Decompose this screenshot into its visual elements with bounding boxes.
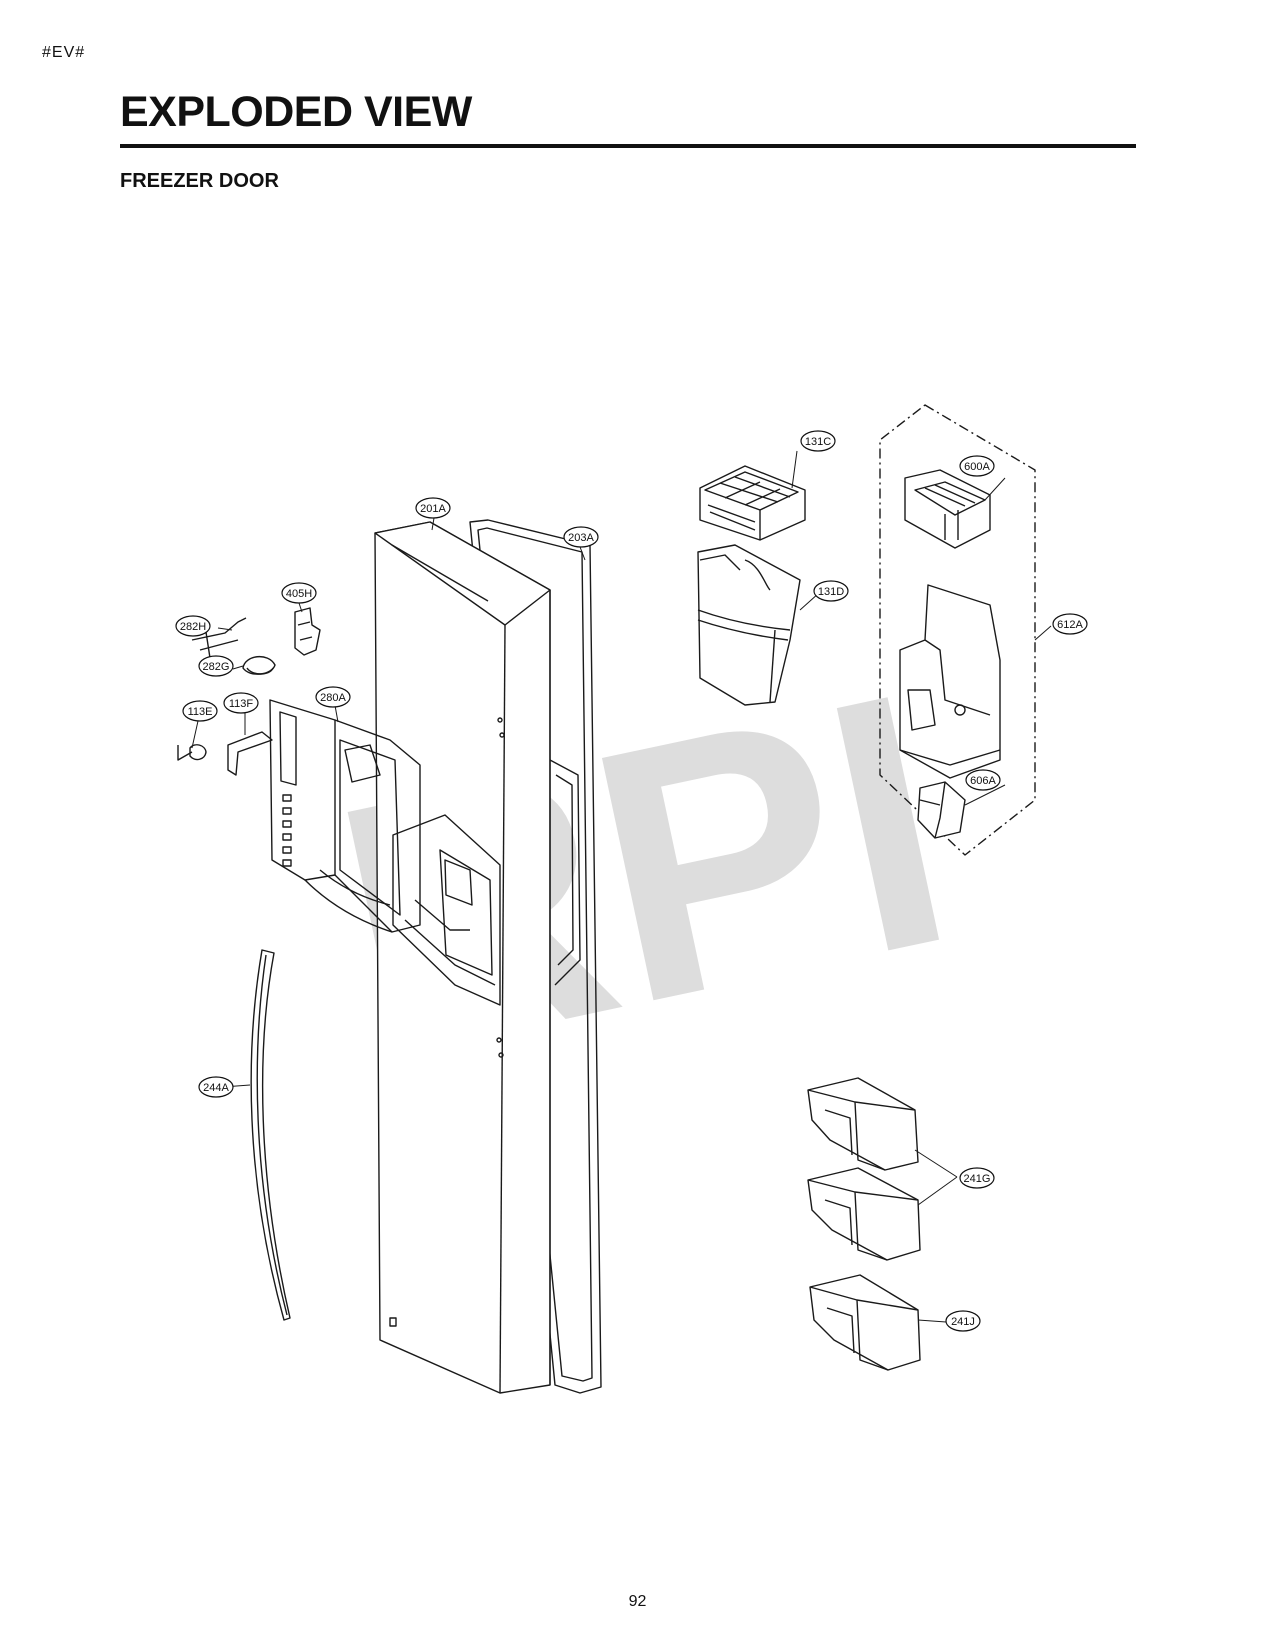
- callout-282G: 282G: [198, 655, 234, 677]
- ice-bin-cover: [699, 465, 806, 541]
- callout-241G: 241G: [959, 1167, 995, 1189]
- ice-bin: [697, 544, 801, 706]
- callout-201A: 201A: [415, 497, 451, 519]
- callout-label: 201A: [420, 503, 446, 515]
- callout-label: 113E: [188, 706, 213, 718]
- bracket-part: [227, 731, 273, 776]
- callout-131D: 131D: [813, 580, 849, 602]
- callout-label: 600A: [964, 461, 990, 473]
- callout-label: 282G: [203, 661, 230, 673]
- callout-606A: 606A: [965, 769, 1001, 791]
- actuator-part: [242, 656, 276, 675]
- callout-282H: 282H: [175, 615, 211, 637]
- callout-label: 131C: [805, 436, 831, 448]
- callout-label: 244A: [203, 1082, 229, 1094]
- callout-405H: 405H: [281, 582, 317, 604]
- callout-label: 612A: [1057, 619, 1083, 631]
- callout-label: 280A: [320, 692, 346, 704]
- auger-motor: [917, 781, 966, 839]
- switch-part: [294, 607, 321, 656]
- callout-label: 606A: [970, 775, 996, 787]
- callout-113E: 113E: [182, 700, 218, 722]
- callout-label: 405H: [286, 588, 312, 600]
- callout-label: 203A: [568, 532, 594, 544]
- callout-203A: 203A: [563, 526, 599, 548]
- callout-label: 241J: [951, 1316, 975, 1328]
- callout-label: 241G: [964, 1173, 991, 1185]
- callout-131C: 131C: [800, 430, 836, 452]
- callout-label: 282H: [180, 621, 206, 633]
- page-title: EXPLODED VIEW: [120, 88, 472, 136]
- callout-244A: 244A: [198, 1076, 234, 1098]
- callout-280A: 280A: [315, 686, 351, 708]
- ice-maker-assembly-boundary: [879, 404, 1036, 856]
- door-bin-upper: [807, 1077, 919, 1171]
- page-number: 92: [628, 1593, 647, 1610]
- ice-maker-housing: [899, 584, 1001, 779]
- callout-label: 113F: [229, 698, 254, 710]
- spring-part: [177, 744, 207, 761]
- callout-label: 131D: [818, 586, 844, 598]
- ice-maker: [904, 469, 991, 549]
- door-gasket: [469, 519, 602, 1394]
- callout-612A: 612A: [1052, 613, 1088, 635]
- callout-113F: 113F: [223, 692, 259, 714]
- callout-241J: 241J: [945, 1310, 981, 1332]
- leader-lines: [191, 450, 1052, 1323]
- door-bin-lower: [809, 1274, 921, 1371]
- dispenser-cover: [269, 699, 421, 933]
- section-title: FREEZER DOOR: [120, 170, 279, 192]
- lever-part: [191, 617, 247, 659]
- document-code: #EV#: [42, 44, 86, 61]
- callout-600A: 600A: [959, 455, 995, 477]
- door-handle: [250, 949, 291, 1321]
- door-bin-middle: [807, 1167, 921, 1261]
- title-rule: [120, 144, 1136, 148]
